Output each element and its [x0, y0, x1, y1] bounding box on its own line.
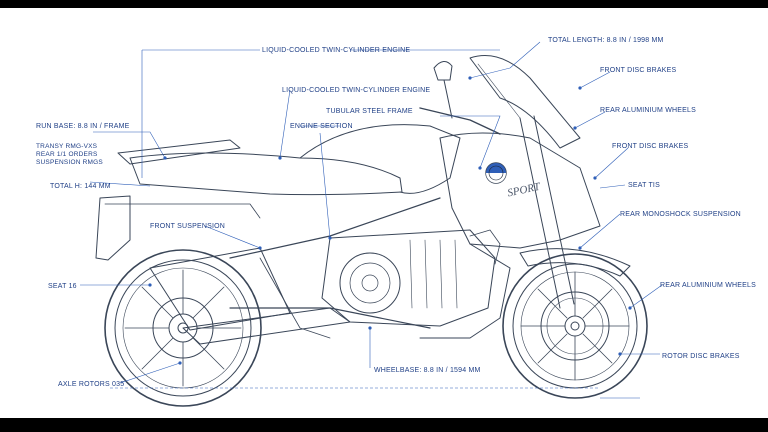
- luggage-rack: [117, 139, 241, 165]
- label-wheelbase: WHEELBASE: 8.8 IN / 1594 MM: [374, 367, 481, 374]
- handlebar: [419, 107, 501, 135]
- front-fairing: [439, 132, 601, 249]
- front-wheel: [502, 253, 648, 399]
- front-fork: [519, 115, 575, 309]
- annotation-leaders: [80, 41, 663, 399]
- label-wheel-spec: SEAT 16: [48, 283, 77, 290]
- windscreen: [469, 55, 581, 149]
- label-top-engine: LIQUID-COOLED TWIN-CYLINDER ENGINE: [262, 47, 411, 54]
- label-front-suspension: FRONT SUSPENSION: [150, 223, 226, 230]
- label-rear-aluminum-wheels: REAR ALUMINIUM WHEELS: [600, 107, 696, 114]
- label-front-disc-brakes-top: FRONT DISC BRAKES: [600, 67, 677, 74]
- motorcycle-line-drawing: SPORT: [80, 41, 663, 407]
- front-fender: [519, 248, 631, 277]
- label-mid-engine: LIQUID-COOLED TWIN-CYLINDER ENGINE: [282, 87, 431, 94]
- frame-tubes: [229, 197, 441, 329]
- technical-drawing-sheet: SPORT LIQUID-COOLED TWIN-CYLINDER ENGINE…: [0, 8, 768, 418]
- lower-fairing: [419, 243, 511, 339]
- fuel-tank: [299, 124, 461, 194]
- label-tubular-frame: TUBULAR STEEL FRAME: [326, 108, 413, 115]
- label-axle-rotors: AXLE ROTORS 035: [58, 381, 125, 388]
- label-rear-wheelbase: RUN BASE: 8.8 IN / FRAME: [36, 123, 130, 130]
- label-front-disc-brakes: FRONT DISC BRAKES: [612, 143, 689, 150]
- rear-wheel: [104, 249, 262, 407]
- annotation-dots: [148, 76, 632, 365]
- engine-block: [321, 229, 501, 327]
- exhaust: [149, 247, 291, 331]
- label-rear-notes: REAR 1/1 ORDERS: [36, 151, 98, 158]
- label-rear-aluminum-wheels-2: REAR ALUMINIUM WHEELS: [660, 282, 756, 289]
- swingarm: [182, 307, 351, 345]
- label-seat-tag: SEAT TIS: [628, 182, 660, 189]
- brand-badge: [485, 162, 507, 184]
- label-rotor-brakes: ROTOR DISC BRAKES: [662, 353, 740, 360]
- label-frame-notes: TRANSY RMG-VXS: [36, 143, 98, 150]
- label-total-length: TOTAL LENGTH: 8.8 IN / 1998 MM: [548, 37, 664, 44]
- label-suspension: SUSPENSION RMGS: [36, 159, 103, 166]
- label-rear-monoshock: REAR MONOSHOCK SUSPENSION: [620, 211, 741, 218]
- mirror: [433, 61, 453, 119]
- label-total-height: TOTAL H: 144 MM: [50, 183, 111, 190]
- seat: [129, 152, 403, 196]
- rear-mudguard: [95, 195, 131, 261]
- label-inner-section: ENGINE SECTION: [290, 123, 353, 130]
